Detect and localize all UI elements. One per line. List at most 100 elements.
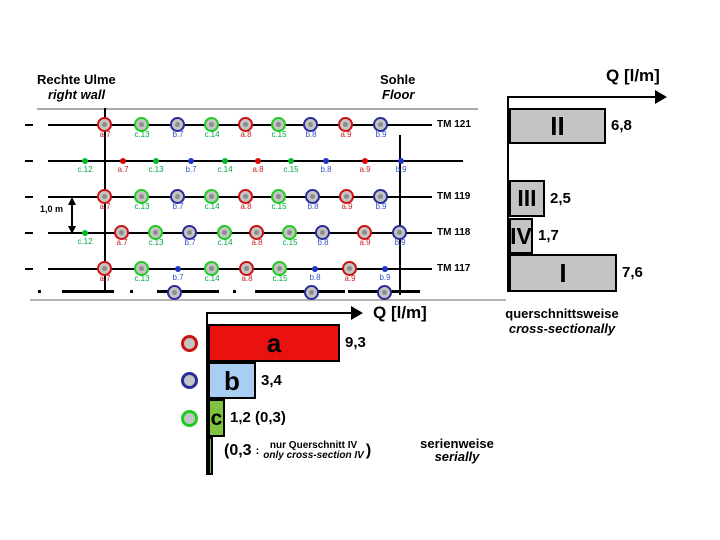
- point-label: a.9: [340, 130, 352, 139]
- point-core: [276, 194, 281, 199]
- series-chart-y-axis: [206, 312, 208, 475]
- measurement-dot-b.9: [398, 158, 404, 164]
- point-core: [320, 230, 325, 235]
- scale-arrow-shaft: [71, 201, 73, 230]
- measurement-point-b.8: [315, 225, 330, 240]
- measurement-point-c.13: [134, 189, 149, 204]
- point-label: a.8: [251, 238, 263, 247]
- measurement-point-a.9: [339, 189, 354, 204]
- cross-value-I: 7,6: [622, 264, 643, 281]
- legend-circle-b: [181, 372, 198, 389]
- point-core: [244, 266, 249, 271]
- point-label: a.9: [341, 202, 353, 211]
- tm-label: TM 118: [437, 227, 471, 238]
- bar-label: II: [550, 111, 565, 141]
- point-core: [397, 230, 402, 235]
- point-core: [309, 290, 314, 295]
- series-chart-axis-label: Q [l/m]: [373, 303, 427, 322]
- point-core: [209, 266, 214, 271]
- point-label: a.8: [252, 165, 264, 174]
- measurement-point-a.8: [239, 261, 254, 276]
- bar-label: III: [517, 185, 537, 211]
- point-label: a.7: [116, 238, 128, 247]
- point-core: [172, 290, 177, 295]
- measurement-point-c.13: [134, 117, 149, 132]
- point-core: [344, 194, 349, 199]
- point-label: c.12: [77, 237, 93, 246]
- point-core: [362, 230, 367, 235]
- point-label: a.8: [241, 274, 253, 283]
- point-label: a.9: [344, 274, 356, 283]
- series-value-b: 3,4: [261, 371, 282, 389]
- point-core: [222, 230, 227, 235]
- point-label: c.13: [134, 130, 150, 139]
- header-floor-de: Sohle: [380, 72, 416, 87]
- point-core: [139, 266, 144, 271]
- bar-label: b: [224, 365, 240, 396]
- cross-bar-III: III: [509, 180, 545, 217]
- row-left-tick: [25, 160, 33, 162]
- floor-tick: [130, 290, 133, 293]
- point-core: [254, 230, 259, 235]
- point-label: c.14: [204, 274, 220, 283]
- cross-value-IV: 1,7: [538, 227, 559, 244]
- point-label: c.13: [148, 238, 164, 247]
- point-label: c.14: [204, 130, 220, 139]
- measurement-dot-c.13: [153, 158, 159, 164]
- point-label: c.15: [282, 238, 298, 247]
- measurement-point-a.9: [342, 261, 357, 276]
- point-core: [382, 290, 387, 295]
- point-core: [102, 266, 107, 271]
- measurement-point-b.7: [170, 117, 185, 132]
- point-label: b.8: [317, 238, 329, 247]
- note-open: (0,3: [224, 442, 252, 459]
- bar-label: c: [210, 406, 223, 430]
- series-chart-caption-en: serially: [434, 449, 480, 464]
- measurement-dot-a.8: [255, 158, 261, 164]
- measurement-dot-c.12: [82, 158, 88, 164]
- point-label: b.8: [309, 273, 321, 282]
- point-core: [209, 122, 214, 127]
- cross-chart-caption-en: cross-sectionally: [508, 321, 616, 336]
- measurement-dot-c.12: [82, 230, 88, 236]
- point-label: c.15: [272, 274, 288, 283]
- legend-circle-a: [181, 335, 198, 352]
- measurement-point-c.14: [204, 189, 219, 204]
- series-chart-axis-arrow-icon: [351, 306, 363, 320]
- measurement-point-b.7: [170, 189, 185, 204]
- point-core: [209, 194, 214, 199]
- cross-bar-I: I: [509, 254, 617, 292]
- floor-segment: [62, 290, 114, 293]
- measurement-point-a.7: [97, 261, 112, 276]
- measurement-point-b.9: [392, 225, 407, 240]
- measurement-point-a.8: [249, 225, 264, 240]
- series-value-a: 9,3: [345, 334, 366, 351]
- measurement-dot-b.9: [382, 266, 388, 272]
- point-core: [139, 122, 144, 127]
- floor-segment: [157, 290, 219, 293]
- point-label: c.15: [283, 165, 299, 174]
- note-separator: :: [255, 445, 260, 457]
- measurement-dot-b.8: [323, 158, 329, 164]
- point-core: [347, 266, 352, 271]
- point-label: c.14: [217, 165, 233, 174]
- header-right-wall-en: right wall: [48, 87, 106, 102]
- point-label: b.9: [394, 238, 406, 247]
- series-bar-b: b: [208, 362, 256, 399]
- point-core: [343, 122, 348, 127]
- row-line: [48, 232, 432, 234]
- point-label: c.14: [217, 238, 233, 247]
- measurement-point-c.14: [217, 225, 232, 240]
- measurement-point-c.13: [148, 225, 163, 240]
- row-left-tick: [25, 124, 33, 126]
- measurement-point-b.8: [305, 189, 320, 204]
- point-label: b.7: [185, 165, 197, 174]
- measurement-point-b.8: [303, 117, 318, 132]
- measurement-point-a.7: [114, 225, 129, 240]
- point-label: b.7: [172, 202, 184, 211]
- series-bar-c: c: [208, 399, 225, 437]
- point-label: a.8: [240, 130, 252, 139]
- series-bar-small: [208, 437, 213, 475]
- point-core: [187, 230, 192, 235]
